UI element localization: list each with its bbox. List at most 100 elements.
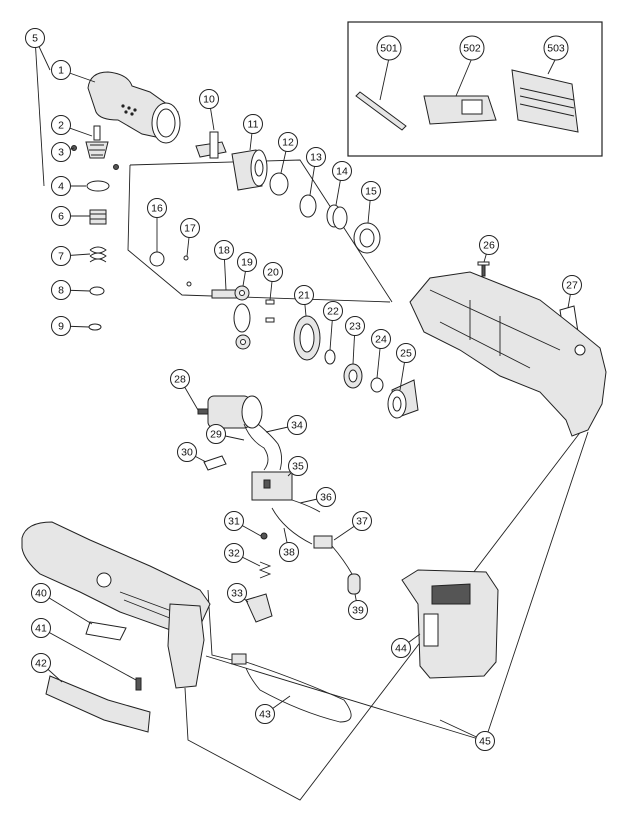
callout-circle	[147, 198, 167, 218]
bevel-gear	[85, 125, 109, 159]
callout-7: 7	[51, 246, 71, 266]
callout-circle	[348, 600, 368, 620]
leader-5	[34, 37, 45, 187]
callout-number: 11	[248, 119, 259, 131]
callout-circle	[396, 343, 416, 363]
callout-12: 12	[278, 132, 298, 152]
callout-34: 34	[287, 415, 307, 435]
callout-3: 3	[51, 142, 71, 162]
callout-circle	[562, 275, 582, 295]
hammer	[231, 149, 268, 191]
charger-502	[423, 95, 497, 125]
tapping-screw	[477, 261, 490, 277]
screw-41	[135, 677, 142, 691]
callout-circle	[288, 456, 308, 476]
callout-37: 37	[352, 511, 372, 531]
callout-38: 38	[279, 542, 299, 562]
callout-circle	[51, 60, 71, 80]
switch	[251, 471, 293, 501]
callout-number: 10	[203, 94, 215, 106]
leader-501	[379, 57, 390, 101]
callout-circle	[199, 89, 219, 109]
callout-15: 15	[361, 181, 381, 201]
callout-number: 20	[267, 267, 279, 279]
callout-number: 26	[483, 240, 495, 252]
retaining-ring-16	[149, 251, 165, 267]
callout-circle	[243, 114, 263, 134]
callout-5: 5	[25, 28, 45, 48]
callout-circle	[543, 35, 569, 61]
callout-number: 503	[547, 43, 565, 55]
part-31	[260, 532, 268, 540]
callout-circle	[31, 618, 51, 638]
callout-number: 25	[400, 348, 412, 360]
callout-circle	[316, 487, 336, 507]
callout-14: 14	[332, 161, 352, 181]
callout-25: 25	[396, 343, 416, 363]
callout-circle	[180, 218, 200, 238]
callout-number: 29	[210, 429, 222, 441]
washer-15	[353, 222, 381, 254]
callout-503: 503	[543, 35, 569, 61]
pins-17	[183, 255, 192, 287]
accessory-box	[347, 21, 603, 157]
callout-22: 22	[323, 301, 343, 321]
needle-pins	[265, 299, 275, 323]
bushing	[89, 209, 107, 225]
callout-number: 38	[283, 547, 295, 559]
stopper-30	[203, 455, 227, 471]
handle-link-line	[207, 589, 233, 661]
callout-circle	[287, 415, 307, 435]
callout-number: 34	[291, 420, 303, 432]
callout-29: 29	[206, 424, 226, 444]
callout-502: 502	[459, 35, 485, 61]
callout-20: 20	[263, 262, 283, 282]
leader-41	[40, 627, 137, 681]
callout-number: 40	[35, 588, 47, 600]
assembly-line	[184, 429, 583, 801]
callout-32: 32	[224, 543, 244, 563]
callout-circle	[263, 262, 283, 282]
callout-36: 36	[316, 487, 336, 507]
callout-circle	[323, 301, 343, 321]
callout-number: 24	[375, 334, 387, 346]
callout-number: 21	[298, 290, 310, 302]
callout-number: 45	[479, 736, 491, 748]
callout-number: 43	[259, 709, 271, 721]
callout-circle	[352, 511, 372, 531]
callout-circle	[224, 543, 244, 563]
callout-number: 2	[58, 120, 64, 132]
callout-26: 26	[479, 235, 499, 255]
leader-502	[455, 57, 473, 97]
callout-circle	[51, 142, 71, 162]
callout-number: 37	[356, 516, 368, 528]
callout-10: 10	[199, 89, 219, 109]
callout-circle	[475, 731, 495, 751]
internal-wire-34	[257, 423, 283, 471]
callout-circle	[361, 181, 381, 201]
callout-6: 6	[51, 206, 71, 226]
internal-wire-36	[291, 499, 321, 513]
callout-number: 15	[365, 186, 377, 198]
callout-number: 27	[566, 280, 578, 292]
callout-number: 13	[310, 152, 322, 164]
callout-circle	[371, 329, 391, 349]
callout-number: 8	[58, 285, 64, 297]
callout-number: 31	[228, 516, 240, 528]
internal-gear	[293, 315, 321, 361]
callout-circle	[51, 316, 71, 336]
callout-28: 28	[170, 369, 190, 389]
callout-19: 19	[237, 252, 257, 272]
callout-circle	[255, 704, 275, 724]
housing-right	[409, 271, 607, 437]
callout-4: 4	[51, 176, 71, 196]
callout-2: 2	[51, 115, 71, 135]
callout-circle	[51, 280, 71, 300]
idle-gears	[234, 285, 251, 350]
trigger	[245, 593, 273, 623]
callout-number: 9	[58, 321, 64, 333]
battery	[401, 569, 499, 679]
callout-number: 23	[349, 321, 361, 333]
belt-hook	[45, 675, 151, 733]
